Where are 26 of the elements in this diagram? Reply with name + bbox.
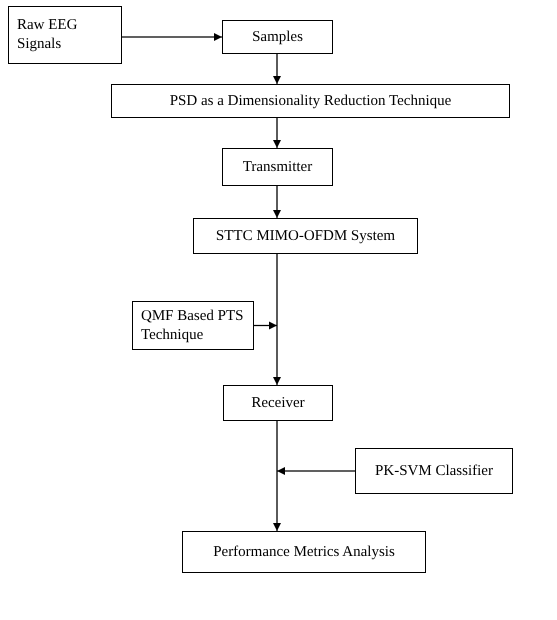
- arrow: [273, 421, 281, 531]
- process-box: [355, 448, 513, 494]
- arrow: [122, 33, 222, 41]
- process-box: [132, 301, 254, 350]
- process-box: [222, 148, 333, 186]
- process-box: [8, 6, 122, 64]
- box-label: Receiver: [251, 394, 305, 412]
- box-label: PK-SVM Classifier: [375, 462, 493, 480]
- arrow: [273, 254, 281, 385]
- box-label: Samples: [252, 28, 303, 46]
- box-label: Transmitter: [242, 158, 312, 176]
- box-label: QMF Based PTS Technique: [141, 306, 245, 344]
- process-box: [182, 531, 426, 573]
- arrow: [277, 467, 355, 475]
- process-box: [222, 20, 333, 54]
- arrow: [273, 186, 281, 218]
- box-label: PSD as a Dimensionality Reduction Technique: [170, 92, 452, 110]
- process-box: [111, 84, 510, 118]
- process-box: [193, 218, 418, 254]
- arrow: [254, 322, 277, 330]
- arrow: [273, 54, 281, 84]
- box-label: Performance Metrics Analysis: [213, 542, 395, 562]
- process-box: [223, 385, 333, 421]
- box-label: STTC MIMO-OFDM System: [216, 226, 396, 246]
- arrow: [273, 118, 281, 148]
- box-label: Raw EEG Signals: [17, 16, 78, 54]
